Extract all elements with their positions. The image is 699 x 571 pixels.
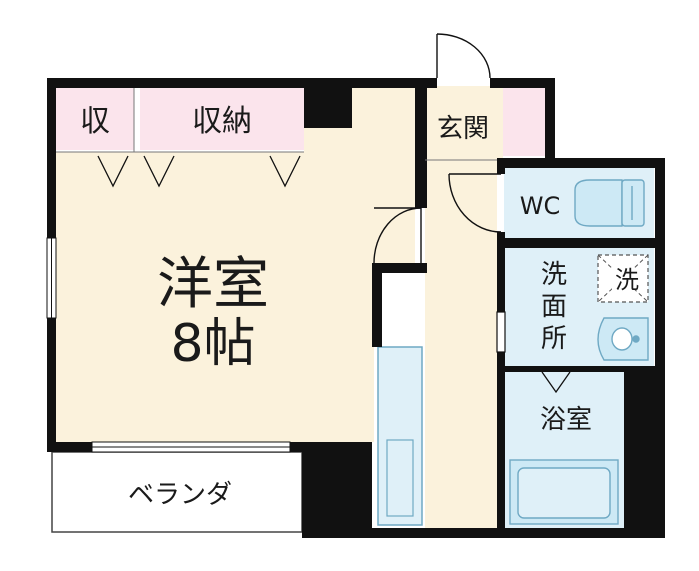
toilet-label: WC [520,192,561,220]
washbasin-fixture [597,317,649,361]
balcony-window [91,441,291,453]
entrance-floor [425,86,503,166]
walls [47,78,665,538]
balcony-area [51,451,303,533]
washer-space [597,254,649,303]
corridor-floor [425,160,497,528]
washroom-label-1: 洗 [541,260,567,290]
washroom-label-3: 所 [541,324,567,354]
western-room-floor [56,88,415,442]
entrance-pink-strip [503,86,545,156]
toilet-fixture [574,179,645,227]
balcony-label: ベランダ [128,480,232,510]
bathroom-door [541,371,571,394]
storage-closet-floor [140,88,304,150]
storage-closet-label: 収納 [192,104,252,139]
bathtub-fixture [509,459,619,525]
bathroom-label: 浴室 [540,405,592,435]
front-door [436,33,491,79]
closet-door-markers [56,88,304,188]
washroom-door [496,311,506,353]
room-door [373,207,422,264]
washer-space-label: 洗 [615,266,639,294]
washroom-label-2: 面 [541,292,567,322]
western-room-label: 洋室 [157,252,269,317]
storage-small-floor [56,88,134,150]
toilet-door [448,173,502,233]
left-window [46,237,57,319]
storage-small-label: 収 [80,104,110,139]
kitchen-sink [386,439,414,517]
entrance-label: 玄関 [437,114,489,144]
western-room-size-label: 8帖 [170,314,255,374]
